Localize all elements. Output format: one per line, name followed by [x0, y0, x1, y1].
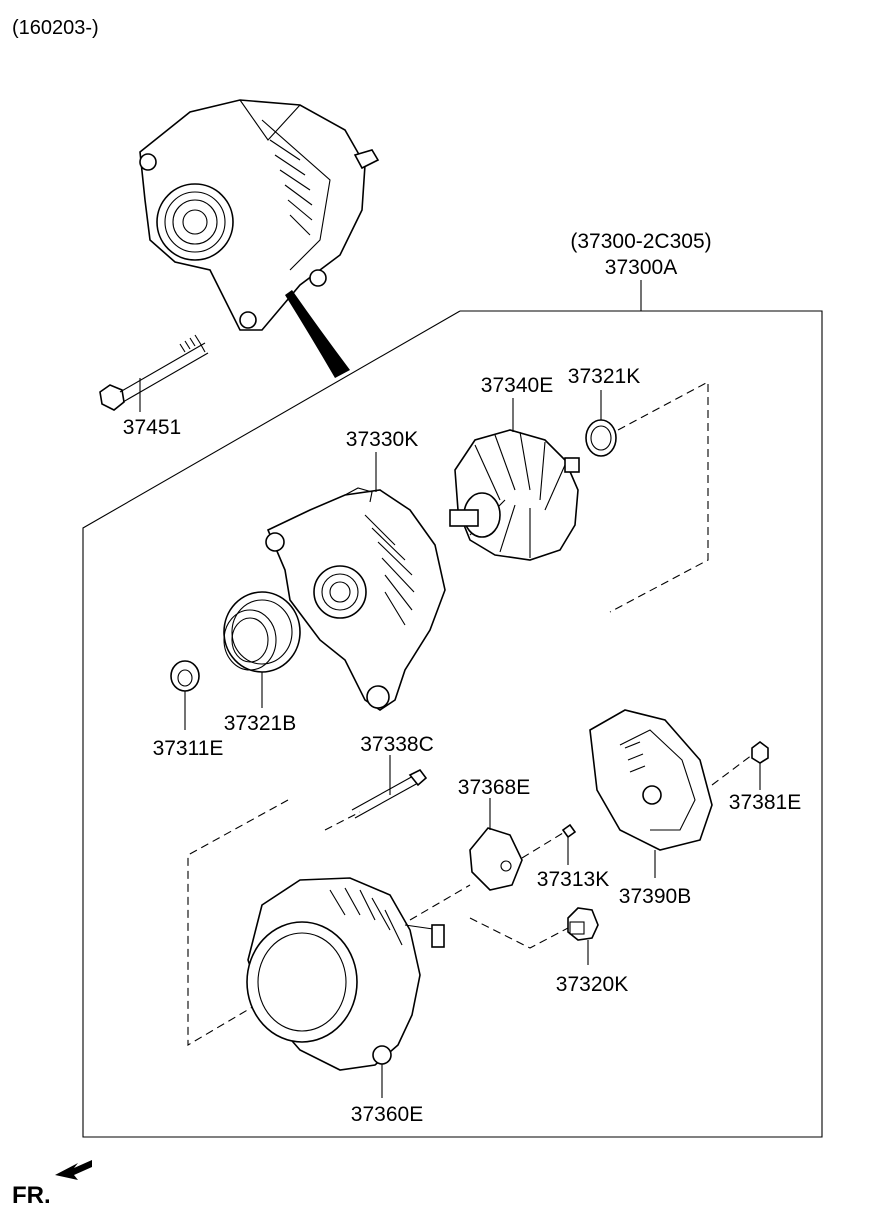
part-label-37338C: 37338C — [360, 733, 434, 756]
cap-dashed-guide — [469, 917, 569, 949]
bolt-dashed-guide — [324, 811, 361, 831]
rotor-dashed-guide — [609, 381, 709, 613]
part-label-37313K: 37313K — [537, 868, 609, 891]
assembly-alt-number: (37300-2C305) — [570, 230, 711, 253]
part-label-37360E: 37360E — [351, 1103, 423, 1126]
rear-dashed-guide — [187, 799, 291, 1046]
front-bracket-illustration — [265, 487, 446, 711]
part-label-37368E: 37368E — [458, 776, 530, 799]
part-label-37390B: 37390B — [619, 885, 691, 908]
part-label-37311E: 37311E — [153, 737, 224, 760]
part-label-37321B: 37321B — [224, 712, 296, 735]
front-arrow-icon — [55, 1160, 92, 1180]
terminal-cap-illustration — [567, 907, 599, 941]
part-label-37451: 37451 — [123, 416, 181, 439]
front-direction-label: FR. — [12, 1182, 51, 1209]
part-label-37381E: 37381E — [729, 791, 801, 814]
rotor-illustration — [449, 429, 580, 561]
brush-holder-illustration — [469, 827, 523, 891]
date-range-label: (160203-) — [12, 17, 99, 39]
screw-dashed-guide — [521, 832, 564, 859]
part-label-37330K: 37330K — [346, 428, 418, 451]
assembly-number: 37300A — [605, 256, 677, 279]
part-label-37321K: 37321K — [568, 365, 640, 388]
rectifier-cover-illustration — [589, 709, 713, 851]
brush-screw-illustration — [561, 823, 577, 839]
holder-dashed-guide — [409, 884, 471, 921]
nut-dashed-guide — [711, 754, 753, 786]
rear-bracket-illustration — [246, 877, 445, 1071]
cover-nut-illustration — [751, 741, 769, 764]
pulley-illustration — [223, 591, 301, 673]
spacer-ring-illustration — [585, 419, 617, 457]
assembly-outline — [82, 310, 823, 1138]
part-label-37340E: 37340E — [481, 374, 553, 397]
pulley-nut-illustration — [170, 660, 200, 692]
alternator-assembly-illustration — [139, 99, 380, 378]
bolt-37451-illustration — [99, 334, 209, 411]
part-label-37320K: 37320K — [556, 973, 628, 996]
through-bolt-illustration — [351, 768, 428, 819]
